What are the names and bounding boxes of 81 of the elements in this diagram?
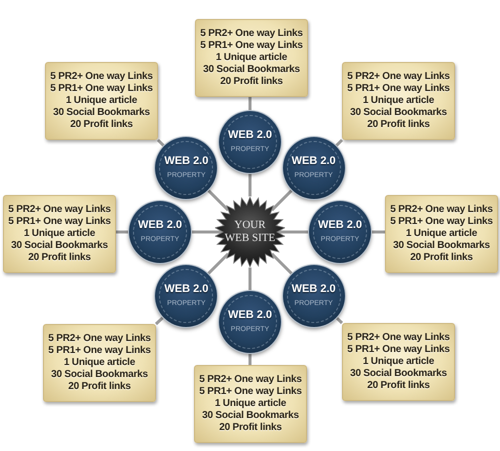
connector-line bbox=[371, 230, 385, 234]
info-card bbox=[385, 195, 498, 273]
card-line: 20 Profit links bbox=[68, 381, 131, 393]
card-line: 1 Unique article bbox=[406, 228, 478, 240]
connector-line bbox=[248, 173, 252, 196]
card-line: 1 Unique article bbox=[216, 52, 288, 64]
card-line: 20 Profit links bbox=[410, 252, 473, 264]
info-card bbox=[45, 62, 158, 140]
card-line: 5 PR1+ One way Links bbox=[200, 40, 303, 52]
connector-line bbox=[278, 230, 309, 234]
card-line: 30 Social Bookmarks bbox=[350, 368, 447, 380]
connector-line bbox=[270, 252, 293, 275]
property-circle bbox=[219, 111, 281, 173]
card-line: 5 PR1+ One way Links bbox=[347, 83, 450, 95]
card-line: 5 PR1+ One way Links bbox=[390, 216, 493, 228]
card-line: 1 Unique article bbox=[214, 398, 286, 410]
starburst-badge bbox=[215, 197, 285, 267]
info-card bbox=[43, 324, 156, 402]
connector-line bbox=[116, 230, 129, 234]
circle-title: WEB 2.0 bbox=[318, 219, 362, 232]
info-card bbox=[195, 19, 308, 97]
card-line: 5 PR2+ One way Links bbox=[199, 374, 302, 386]
card-line: 5 PR2+ One way Links bbox=[347, 332, 450, 344]
connector-line bbox=[270, 189, 293, 212]
info-card bbox=[342, 323, 455, 401]
card-line: 5 PR1+ One way Links bbox=[199, 386, 302, 398]
card-line: 1 Unique article bbox=[24, 228, 96, 240]
card-line: 30 Social Bookmarks bbox=[11, 240, 108, 252]
card-line: 30 Social Bookmarks bbox=[53, 107, 150, 119]
connector-line bbox=[248, 353, 252, 365]
card-line: 5 PR2+ One way Links bbox=[48, 333, 151, 345]
connector-line bbox=[207, 252, 230, 275]
property-circle bbox=[219, 291, 281, 353]
circle-title: WEB 2.0 bbox=[164, 282, 208, 296]
card-line: 20 Profit links bbox=[367, 119, 430, 131]
connector-line bbox=[248, 268, 252, 291]
card-line: 5 PR2+ One way Links bbox=[8, 204, 111, 216]
card-line: 20 Profit links bbox=[70, 119, 133, 131]
card-line: 20 Profit links bbox=[219, 422, 282, 434]
connector-line bbox=[156, 138, 166, 148]
card-line: 5 PR2+ One way Links bbox=[50, 71, 153, 83]
card-line: 5 PR2+ One way Links bbox=[390, 204, 493, 216]
card-line: 30 Social Bookmarks bbox=[51, 369, 148, 381]
card-line: 30 Social Bookmarks bbox=[393, 240, 490, 252]
property-circle bbox=[282, 264, 345, 327]
card-line: 1 Unique article bbox=[64, 357, 136, 369]
card-line: 1 Unique article bbox=[66, 95, 138, 107]
info-card bbox=[3, 195, 116, 273]
circle-title: WEB 2.0 bbox=[228, 129, 272, 142]
card-line: 5 PR2+ One way Links bbox=[347, 71, 450, 83]
info-card bbox=[342, 62, 455, 140]
card-line: 5 PR2+ One way Links bbox=[200, 28, 303, 40]
connector-line bbox=[207, 189, 230, 212]
info-card bbox=[194, 365, 307, 443]
property-circle bbox=[129, 201, 191, 263]
connector-line bbox=[154, 316, 165, 326]
circle-title: WEB 2.0 bbox=[228, 309, 272, 322]
card-line: 1 Unique article bbox=[362, 356, 434, 368]
connector-line bbox=[248, 97, 252, 111]
card-line: 30 Social Bookmarks bbox=[202, 410, 299, 422]
card-line: 5 PR1+ One way Links bbox=[8, 216, 111, 228]
circle-title: WEB 2.0 bbox=[164, 155, 208, 168]
card-line: 20 Profit links bbox=[28, 252, 91, 264]
card-line: 30 Social Bookmarks bbox=[350, 107, 447, 119]
property-circle bbox=[309, 201, 371, 263]
card-line: 20 Profit links bbox=[220, 76, 283, 88]
circle-title: WEB 2.0 bbox=[292, 155, 336, 168]
property-circle bbox=[282, 137, 345, 200]
card-line: 5 PR1+ One way Links bbox=[48, 345, 151, 357]
connector-line bbox=[334, 138, 344, 148]
property-circle bbox=[155, 137, 218, 200]
card-line: 5 PR1+ One way Links bbox=[347, 344, 450, 356]
circle-title: WEB 2.0 bbox=[138, 219, 182, 232]
card-line: 1 Unique article bbox=[362, 95, 434, 107]
card-line: 20 Profit links bbox=[367, 380, 430, 392]
card-line: 30 Social Bookmarks bbox=[203, 64, 300, 76]
card-line: 5 PR1+ One way Links bbox=[50, 83, 153, 95]
connector-line bbox=[191, 230, 222, 234]
site-title: YOUR WEB SITE bbox=[224, 219, 276, 245]
circle-title: WEB 2.0 bbox=[292, 282, 336, 296]
property-circle bbox=[155, 264, 218, 327]
